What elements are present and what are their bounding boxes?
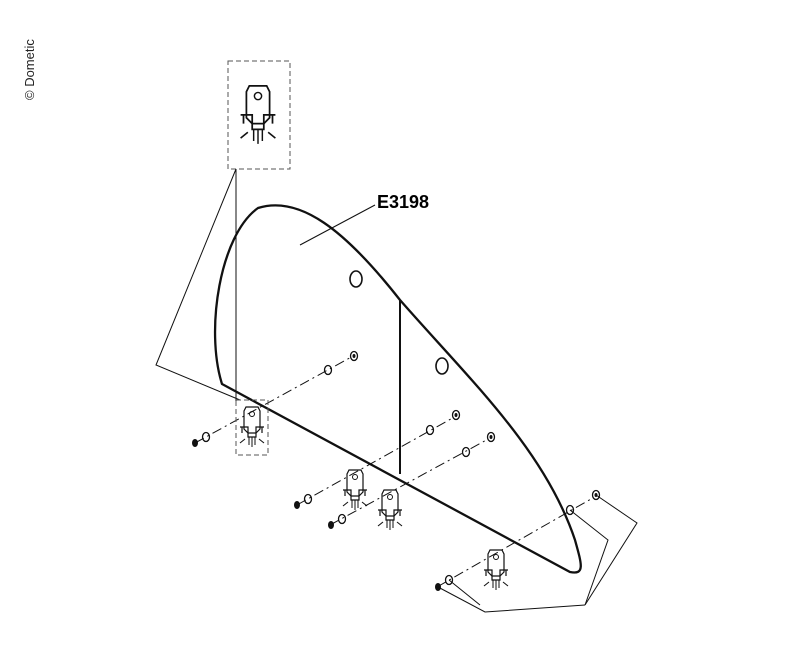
- bracket-clip-icon: [483, 549, 509, 591]
- leader-lines-bottom: [437, 494, 638, 613]
- fastener-set-2: [294, 409, 461, 509]
- detail-box-small: [235, 399, 269, 456]
- leader-lines-detail: [155, 168, 241, 405]
- bracket-clip-icon: [239, 85, 277, 145]
- window-panel: E3198: [213, 192, 582, 574]
- bracket-clip-icon: [239, 406, 265, 448]
- bracket-clip-icon: [377, 489, 403, 531]
- bracket-clip-icon: [342, 469, 368, 511]
- detail-box-top: [227, 60, 291, 170]
- part-number-label: E3198: [377, 192, 429, 212]
- fastener-axes: [194, 354, 599, 588]
- fastener-set-3: [328, 431, 496, 529]
